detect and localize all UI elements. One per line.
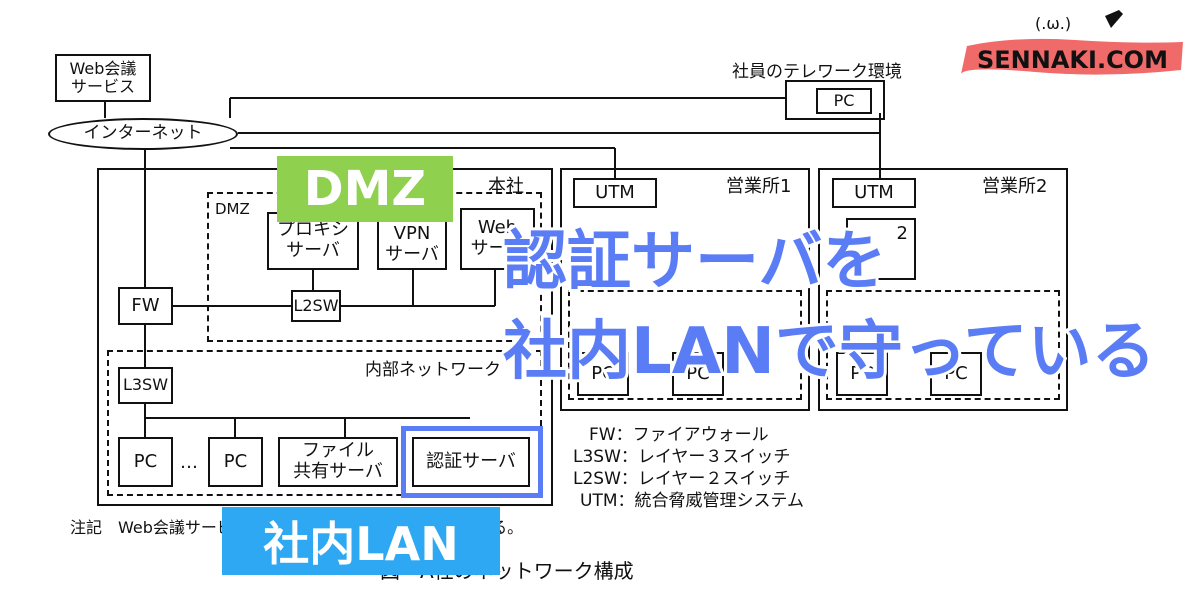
intranet-badge: 社内LAN (222, 507, 500, 575)
branch1-label: 営業所1 (726, 176, 792, 197)
branch2-pc: PC (930, 352, 982, 396)
telework-pc: PC (816, 88, 872, 114)
headline-line1: 認証サーバを (500, 222, 889, 302)
branch1-pc: PC (577, 352, 629, 396)
telework-frame (785, 80, 885, 120)
web-conference-service: Web会議 サービス (55, 54, 151, 102)
auth-server: 認証サーバ (412, 437, 530, 487)
branch2-frame (818, 168, 1068, 411)
pc-box: PC (118, 437, 173, 487)
internet-cloud: インターネット (48, 118, 238, 150)
branch2-label: 営業所2 (982, 176, 1048, 197)
auth-server-highlight (401, 426, 543, 498)
vpn-server: VPN サーバ (377, 220, 447, 270)
legend-item: L3SW：レイヤー３スイッチ (573, 447, 791, 467)
headline-line2: 社内LANで守っている (500, 312, 1159, 392)
firewall: FW (118, 287, 173, 325)
legend-item: FW：ファイアウォール (589, 425, 769, 445)
pc-box: PC (208, 437, 263, 487)
ellipsis: … (641, 360, 659, 381)
hq-label: 本社 (488, 176, 524, 197)
dmz-badge: DMZ (277, 156, 453, 222)
legend-item: UTM：統合脅威管理システム (580, 491, 804, 511)
l2-switch: L2SW (291, 290, 341, 322)
branch1-frame (560, 168, 810, 411)
site-logo: (.ω.) SENNAKI.COM (955, 8, 1195, 78)
l3-switch: L3SW (118, 367, 173, 404)
internal-network-zone (107, 350, 542, 496)
branch1-internal-zone (568, 290, 802, 400)
ellipsis: … (180, 452, 198, 473)
branch2-internal-zone (826, 290, 1060, 400)
branch2-server: 2 (846, 218, 916, 280)
branch1-utm: UTM (573, 178, 657, 208)
logo-brush (961, 10, 1183, 75)
logo-text: SENNAKI.COM (977, 46, 1168, 74)
dmz-label: DMZ (215, 200, 250, 218)
web-server: Web サーバ (460, 208, 535, 270)
branch2-pc: PC (836, 352, 888, 396)
legend-item: L2SW：レイヤー２スイッチ (573, 469, 791, 489)
logo-face: (.ω.) (1035, 14, 1072, 33)
file-server: ファイル 共有サーバ (278, 437, 398, 487)
branch2-utm: UTM (832, 178, 916, 208)
branch1-pc: PC (672, 352, 724, 396)
internal-network-label: 内部ネットワーク (365, 360, 501, 380)
telework-env-label: 社員のテレワーク環境 (732, 62, 902, 82)
